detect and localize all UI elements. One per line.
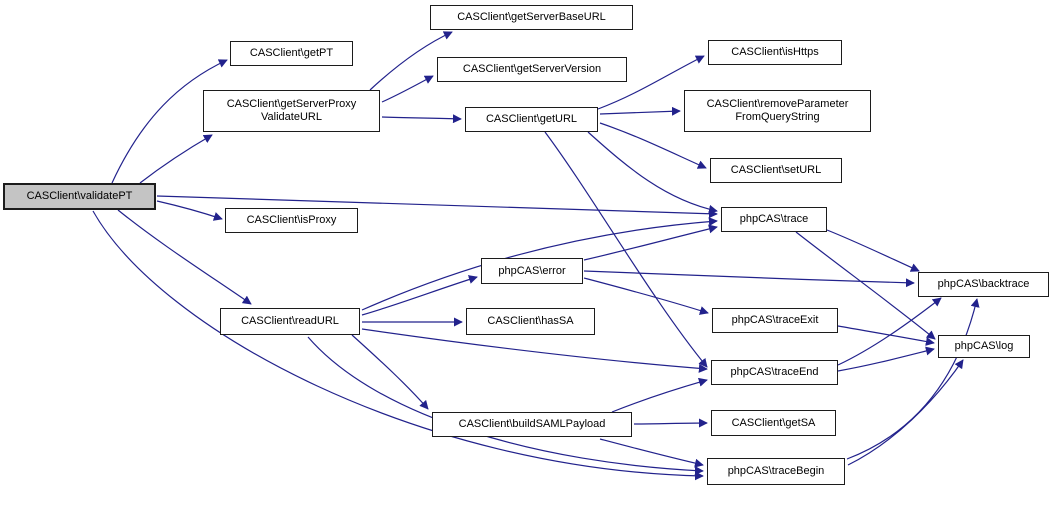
node-error[interactable]: phpCAS\error	[481, 258, 583, 284]
edge-readURL-to-error	[361, 275, 478, 316]
edge-validatePT-to-getServerProxyValidateURL	[139, 134, 213, 184]
node-getPT[interactable]: CASClient\getPT	[230, 41, 353, 66]
node-validatePT: CASClient\validatePT	[3, 183, 156, 210]
node-readURL[interactable]: CASClient\readURL	[220, 308, 360, 335]
edge-error-to-traceExit	[583, 277, 709, 315]
edge-buildSAMLPayload-to-getSA	[633, 418, 708, 428]
node-traceExit[interactable]: phpCAS\traceExit	[712, 308, 838, 333]
node-backtrace[interactable]: phpCAS\backtrace	[918, 272, 1049, 297]
edge-traceBegin-to-log	[847, 359, 964, 466]
edge-readURL-to-buildSAMLPayload	[351, 334, 429, 410]
node-getServerProxyValidateURL[interactable]: CASClient\getServerProxy ValidateURL	[203, 90, 380, 132]
edge-traceExit-to-log	[837, 325, 935, 346]
node-isHttps[interactable]: CASClient\isHttps	[708, 40, 842, 65]
node-setURL[interactable]: CASClient\setURL	[710, 158, 842, 183]
edge-validatePT-to-isProxy	[156, 200, 223, 221]
node-trace[interactable]: phpCAS\trace	[721, 207, 827, 232]
edge-traceEnd-to-backtrace	[837, 297, 942, 366]
edge-readURL-to-traceEnd	[361, 328, 708, 373]
edge-getServerProxyValidateURL-to-getServerVersion	[381, 75, 434, 103]
node-traceBegin[interactable]: phpCAS\traceBegin	[707, 458, 845, 485]
node-removeParameterFromQueryString[interactable]: CASClient\removeParameter FromQueryStrin…	[684, 90, 871, 132]
edge-traceBegin-to-backtrace	[846, 298, 980, 460]
node-traceEnd[interactable]: phpCAS\traceEnd	[711, 360, 838, 385]
node-getSA[interactable]: CASClient\getSA	[711, 410, 836, 436]
edge-traceEnd-to-log	[837, 346, 935, 372]
node-isProxy[interactable]: CASClient\isProxy	[225, 208, 358, 233]
edge-trace-to-backtrace	[826, 229, 920, 272]
node-hasSA[interactable]: CASClient\hasSA	[466, 308, 595, 335]
edge-getServerProxyValidateURL-to-getURL	[381, 114, 462, 124]
edge-error-to-trace	[583, 224, 718, 261]
node-log[interactable]: phpCAS\log	[938, 335, 1030, 358]
edge-buildSAMLPayload-to-traceBegin	[599, 438, 704, 468]
edge-readURL-to-traceBegin	[307, 336, 704, 476]
node-getServerBaseURL[interactable]: CASClient\getServerBaseURL	[430, 5, 633, 30]
edge-getURL-to-removeParameterFromQueryString	[599, 106, 681, 116]
node-buildSAMLPayload[interactable]: CASClient\buildSAMLPayload	[432, 412, 632, 437]
node-getServerVersion[interactable]: CASClient\getServerVersion	[437, 57, 627, 82]
edge-buildSAMLPayload-to-traceEnd	[611, 377, 708, 413]
edge-error-to-backtrace	[583, 270, 915, 288]
edge-getURL-to-trace	[587, 131, 718, 214]
node-getURL[interactable]: CASClient\getURL	[465, 107, 598, 132]
